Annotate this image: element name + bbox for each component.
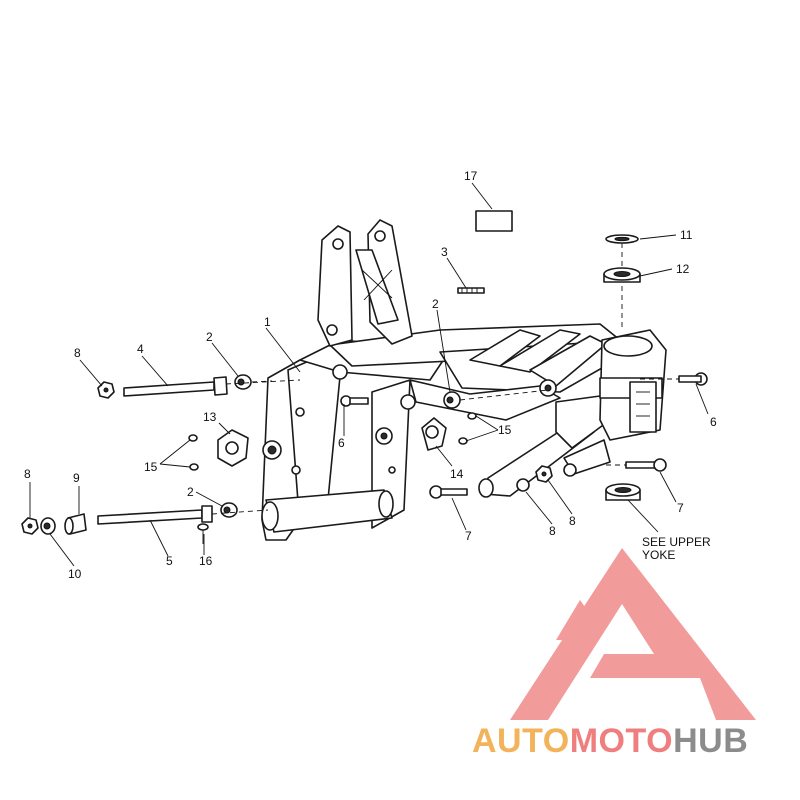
screw-16 xyxy=(197,523,209,544)
callout-6: 6 xyxy=(338,436,345,450)
bearing-lower xyxy=(605,483,641,501)
callout-2: 2 xyxy=(432,297,439,311)
callout-4: 4 xyxy=(137,342,144,356)
note-line-2: YOKE xyxy=(642,548,675,562)
nut-8-upper xyxy=(97,381,115,399)
leader-lines xyxy=(29,182,709,567)
bolt-7-center xyxy=(429,485,468,499)
callout-15: 15 xyxy=(498,423,512,437)
screws-15 xyxy=(188,412,477,471)
callout-10: 10 xyxy=(68,567,82,581)
callout-7: 7 xyxy=(677,501,684,515)
callout-6: 6 xyxy=(710,415,717,429)
main-frame xyxy=(261,219,667,541)
bushing-2-lower xyxy=(220,502,238,518)
watermark-auto: AUTO xyxy=(472,722,570,760)
watermark-hub: HUB xyxy=(673,722,748,760)
callout-7: 7 xyxy=(465,529,472,543)
watermark-logo xyxy=(510,548,756,720)
callout-16: 16 xyxy=(199,554,213,568)
nut-8-center xyxy=(516,478,530,492)
callout-17: 17 xyxy=(464,169,478,183)
callout-9: 9 xyxy=(73,471,80,485)
washer-10 xyxy=(40,517,56,535)
bolt-7-right xyxy=(625,458,667,472)
nut-8-lower-left xyxy=(21,517,39,535)
callout-1: 1 xyxy=(264,315,271,329)
callout-8: 8 xyxy=(74,346,81,360)
note-line-1: SEE UPPER xyxy=(642,535,711,549)
nut-8-right xyxy=(535,465,553,483)
bracket-14 xyxy=(421,417,447,451)
callout-8: 8 xyxy=(549,524,556,538)
bolt-6-center xyxy=(340,395,369,407)
callout-5: 5 xyxy=(166,554,173,568)
bracket-13 xyxy=(217,429,249,467)
callout-2: 2 xyxy=(206,330,213,344)
callout-12: 12 xyxy=(676,262,690,276)
bolt-6-right xyxy=(678,372,708,386)
callout-15: 15 xyxy=(144,460,158,474)
watermark-moto: MOTO xyxy=(570,722,673,760)
label-plate xyxy=(475,210,513,232)
callout-14: 14 xyxy=(450,467,464,481)
watermark-text: AUTOMOTOHUB xyxy=(472,722,748,760)
callout-8: 8 xyxy=(569,514,576,528)
bolt-3 xyxy=(457,287,485,294)
bearing-12 xyxy=(603,267,641,283)
callout-3: 3 xyxy=(441,245,448,259)
callout-8: 8 xyxy=(24,467,31,481)
spacer-9 xyxy=(64,513,87,535)
callout-labels: 1 2 2 2 3 4 5 6 6 7 7 8 8 8 8 9 10 11 12… xyxy=(24,169,717,581)
bolt-5 xyxy=(97,505,213,525)
callout-11: 11 xyxy=(680,228,693,242)
bushing-2-right xyxy=(443,391,461,409)
bushing-2-upper xyxy=(234,374,252,390)
alignment-lines xyxy=(211,243,679,515)
callout-2: 2 xyxy=(187,485,194,499)
bolt-4 xyxy=(123,376,228,397)
callout-13: 13 xyxy=(203,410,217,424)
